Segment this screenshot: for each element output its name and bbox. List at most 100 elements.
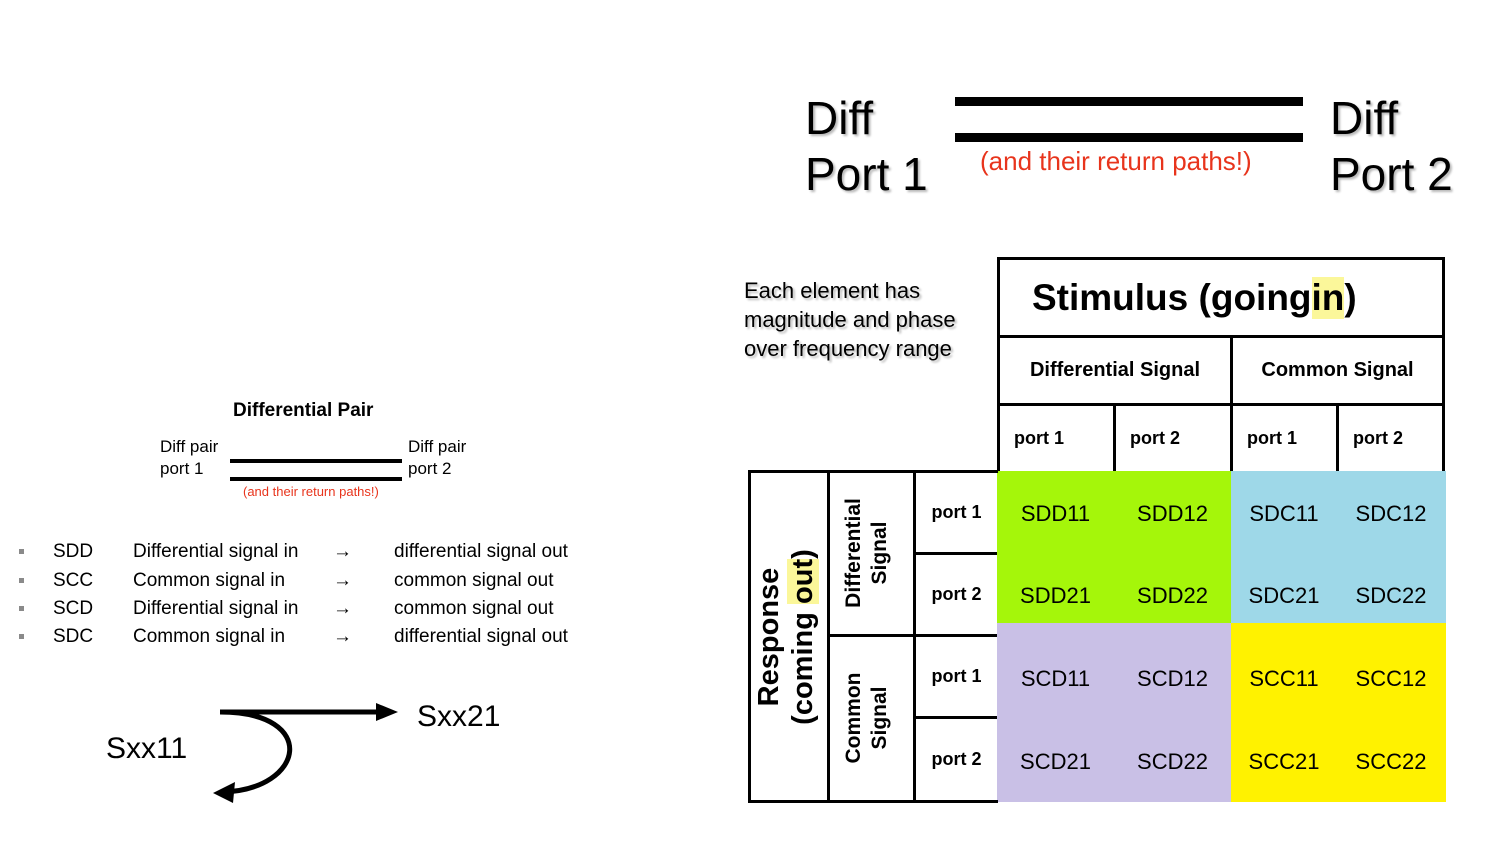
bullet-icon (19, 606, 24, 611)
matrix-cell: SCD11 (1020, 666, 1091, 691)
resp-group-differential: Differential Signal (841, 473, 901, 633)
matrix-cell: SCC21 (1248, 748, 1320, 774)
resp-port: port 2 (931, 749, 982, 769)
list-arrow: → (333, 570, 352, 591)
list-output: differential signal out (394, 626, 568, 647)
grid-line (1113, 403, 1116, 471)
list-output: common signal out (394, 570, 554, 591)
matrix-cell: SCC22 (1355, 748, 1427, 774)
list-arrow: → (333, 598, 352, 619)
diff-port-1-line1: Diff (805, 92, 874, 144)
list-input: Differential signal in (133, 541, 299, 562)
matrix-cell: SDD21 (1020, 583, 1091, 608)
response-title-line1: Response (753, 567, 785, 707)
grid-line (913, 552, 997, 555)
bullet-icon (19, 578, 24, 583)
resp-group-line: Signal (868, 521, 891, 585)
stimulus-title: Stimulus (going in) (1000, 260, 1442, 335)
grid-line (913, 716, 997, 719)
diff-port-2-line1: Diff (1330, 92, 1399, 144)
diff-line-top (955, 97, 1303, 106)
list-arrow: → (333, 541, 352, 562)
resp-group-line: Common (842, 672, 865, 764)
diff-port-2-line2: Port 2 (1330, 148, 1453, 200)
grid-line (997, 335, 1445, 338)
stim-port: port 2 (1353, 427, 1404, 448)
sdd-quadrant (997, 471, 1231, 623)
differential-pair-title: Differential Pair (233, 400, 374, 421)
arrow-right-icon (376, 703, 398, 721)
arrow-left-icon (213, 782, 235, 803)
sxx21-label: Sxx21 (417, 700, 501, 733)
small-diff-line-top (230, 459, 402, 463)
matrix-cell: SDC11 (1249, 501, 1319, 526)
resp-group-common: Common Signal (841, 638, 901, 798)
matrix-cell: SDC21 (1248, 583, 1320, 608)
grid-line (997, 257, 1445, 260)
list-output: differential signal out (394, 541, 568, 562)
resp-port: port 1 (931, 666, 982, 686)
small-diff-line-bottom (230, 477, 402, 481)
stim-port: port 2 (1130, 427, 1181, 448)
diff-pair-port-1-line1: Diff pair (160, 437, 219, 456)
stim-port: port 1 (1247, 427, 1298, 448)
stim-group-differential: Differential Signal (1029, 359, 1201, 381)
note-line-3: over frequency range (744, 336, 952, 361)
stim-port: port 1 (1014, 427, 1065, 448)
diff-line-bottom (955, 133, 1303, 142)
list-arrow: → (333, 626, 352, 647)
response-title-close: ) (787, 549, 819, 559)
grid-line (748, 470, 998, 473)
matrix-cell: SCC12 (1355, 666, 1427, 691)
matrix-cell: SDC12 (1355, 501, 1427, 526)
bullet-icon (19, 549, 24, 554)
resp-port: port 1 (931, 502, 982, 522)
list-code: SDC (53, 626, 94, 647)
scc-quadrant (1231, 623, 1446, 802)
diff-port-1-label: Diff Port 1 (805, 90, 928, 202)
reflection-transmission-arrows (213, 703, 398, 803)
response-highlight: out (787, 558, 819, 604)
grid-line (1442, 257, 1445, 471)
list-input: Differential signal in (133, 598, 299, 619)
stimulus-title-text: Stimulus (going (1032, 276, 1312, 318)
scd-quadrant (997, 623, 1231, 802)
diff-port-1-line2: Port 1 (805, 148, 928, 200)
response-title-line2: (coming out) (786, 472, 820, 802)
resp-port: port 2 (931, 584, 982, 604)
sdc-quadrant (1231, 471, 1446, 623)
grid-line (748, 470, 751, 803)
stimulus-title-close: ) (1344, 276, 1357, 318)
small-return-path-note: (and their return paths!) (243, 484, 379, 499)
matrix-cell: SDD12 (1137, 501, 1208, 526)
matrix-cell: SDD22 (1137, 583, 1208, 608)
list-code: SCD (53, 598, 94, 619)
list-input: Common signal in (133, 570, 286, 591)
note-line-1: Each element has (744, 278, 921, 303)
diff-pair-port-1-line2: port 1 (160, 459, 204, 478)
grid-line (1336, 403, 1339, 471)
bullet-icon (19, 634, 24, 639)
note-line-2: magnitude and phase (744, 307, 956, 332)
matrix-cell: SCD21 (1020, 748, 1091, 774)
matrix-cell: SCC11 (1249, 666, 1319, 691)
list-code: SCC (53, 570, 94, 591)
response-title-text: (coming (787, 603, 819, 725)
diff-pair-port-1-label: Diff pair port 1 (160, 436, 218, 480)
grid-line (1230, 335, 1233, 471)
return-path-note: (and their return paths!) (980, 146, 1252, 176)
list-input: Common signal in (133, 626, 286, 647)
stim-group-common: Common Signal (1261, 359, 1414, 381)
diff-pair-port-2-line1: Diff pair (408, 437, 467, 456)
sxx11-label: Sxx11 (106, 732, 188, 765)
grid-line (827, 634, 997, 637)
list-code: SDD (53, 541, 94, 562)
magnitude-phase-note: Each element has magnitude and phase ove… (744, 276, 956, 363)
list-output: common signal out (394, 598, 554, 619)
matrix-cell: SDD11 (1020, 501, 1091, 526)
resp-group-line: Signal (868, 686, 891, 750)
grid-line (997, 257, 1000, 471)
matrix-cell: SCD12 (1137, 666, 1208, 691)
diff-pair-port-2-label: Diff pair port 2 (408, 436, 466, 480)
diff-port-2-label: Diff Port 2 (1330, 90, 1453, 202)
